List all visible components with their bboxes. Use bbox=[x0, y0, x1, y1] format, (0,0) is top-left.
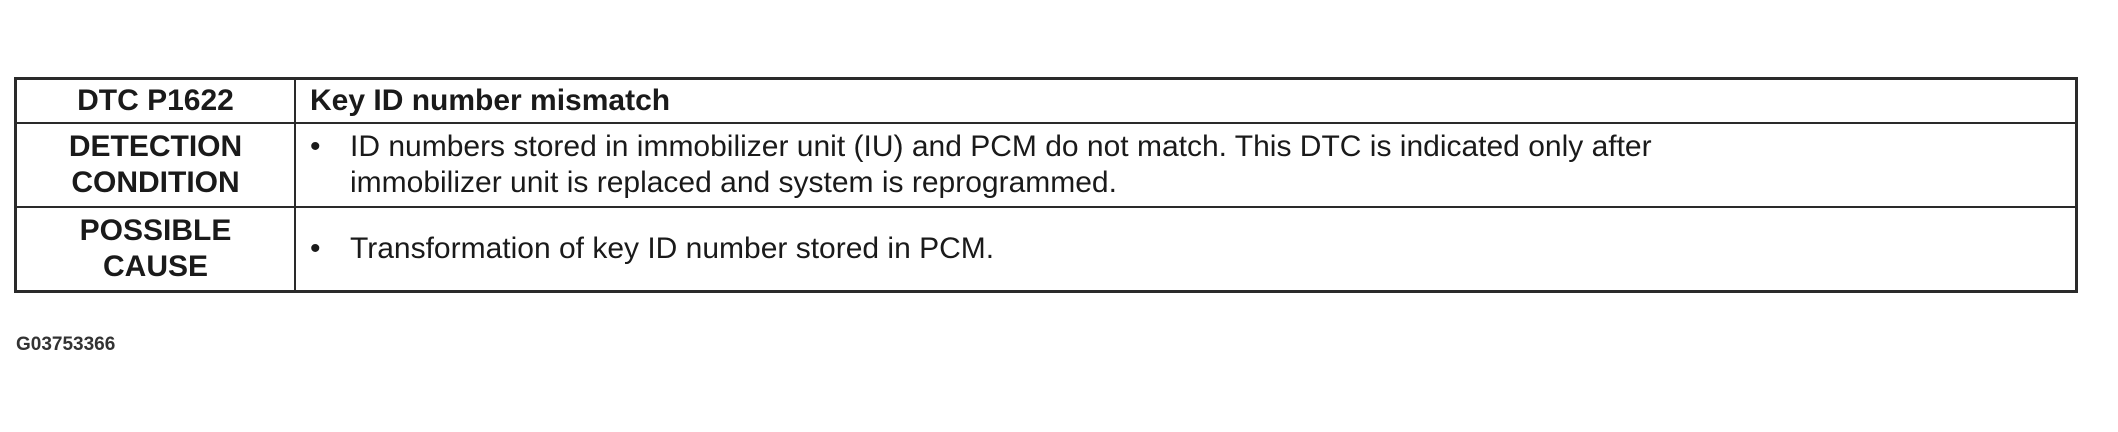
dtc-code-label: DTC P1622 bbox=[14, 77, 296, 124]
detection-bullet-item: • ID numbers stored in immobilizer unit … bbox=[310, 129, 2075, 201]
detection-label-line-2: CONDITION bbox=[71, 166, 240, 199]
table-row-possible-cause: POSSIBLE CAUSE • Transformation of key I… bbox=[14, 206, 2078, 293]
detection-text-line-2: immobilizer unit is replaced and system … bbox=[350, 166, 1117, 199]
table-row-detection-condition: DETECTION CONDITION • ID numbers stored … bbox=[14, 122, 2078, 208]
cause-label-line-2: CAUSE bbox=[102, 250, 208, 283]
figure-id: G03753366 bbox=[16, 334, 116, 355]
dtc-title-text: Key ID number mismatch bbox=[310, 84, 671, 117]
possible-cause-content: • Transformation of key ID number stored… bbox=[294, 206, 2078, 293]
bullet-icon: • bbox=[310, 130, 321, 163]
cause-bullet-item: • Transformation of key ID number stored… bbox=[310, 231, 2075, 267]
detection-condition-content: • ID numbers stored in immobilizer unit … bbox=[294, 122, 2078, 208]
dtc-title-cell: Key ID number mismatch bbox=[294, 77, 2078, 124]
dtc-table: DTC P1622 Key ID number mismatch DETECTI… bbox=[14, 77, 2078, 293]
detection-condition-text: ID numbers stored in immobilizer unit (I… bbox=[350, 129, 2075, 201]
detection-condition-label: DETECTION CONDITION bbox=[14, 122, 296, 208]
cause-label-line-1: POSSIBLE bbox=[79, 214, 232, 247]
detection-label-line-1: DETECTION bbox=[68, 130, 243, 163]
table-row-dtc: DTC P1622 Key ID number mismatch bbox=[14, 77, 2078, 124]
possible-cause-label: POSSIBLE CAUSE bbox=[14, 206, 296, 293]
possible-cause-text: Transformation of key ID number stored i… bbox=[350, 232, 995, 265]
dtc-code-text: DTC P1622 bbox=[77, 84, 234, 117]
detection-text-line-1: ID numbers stored in immobilizer unit (I… bbox=[350, 130, 1652, 163]
bullet-icon: • bbox=[310, 232, 321, 265]
